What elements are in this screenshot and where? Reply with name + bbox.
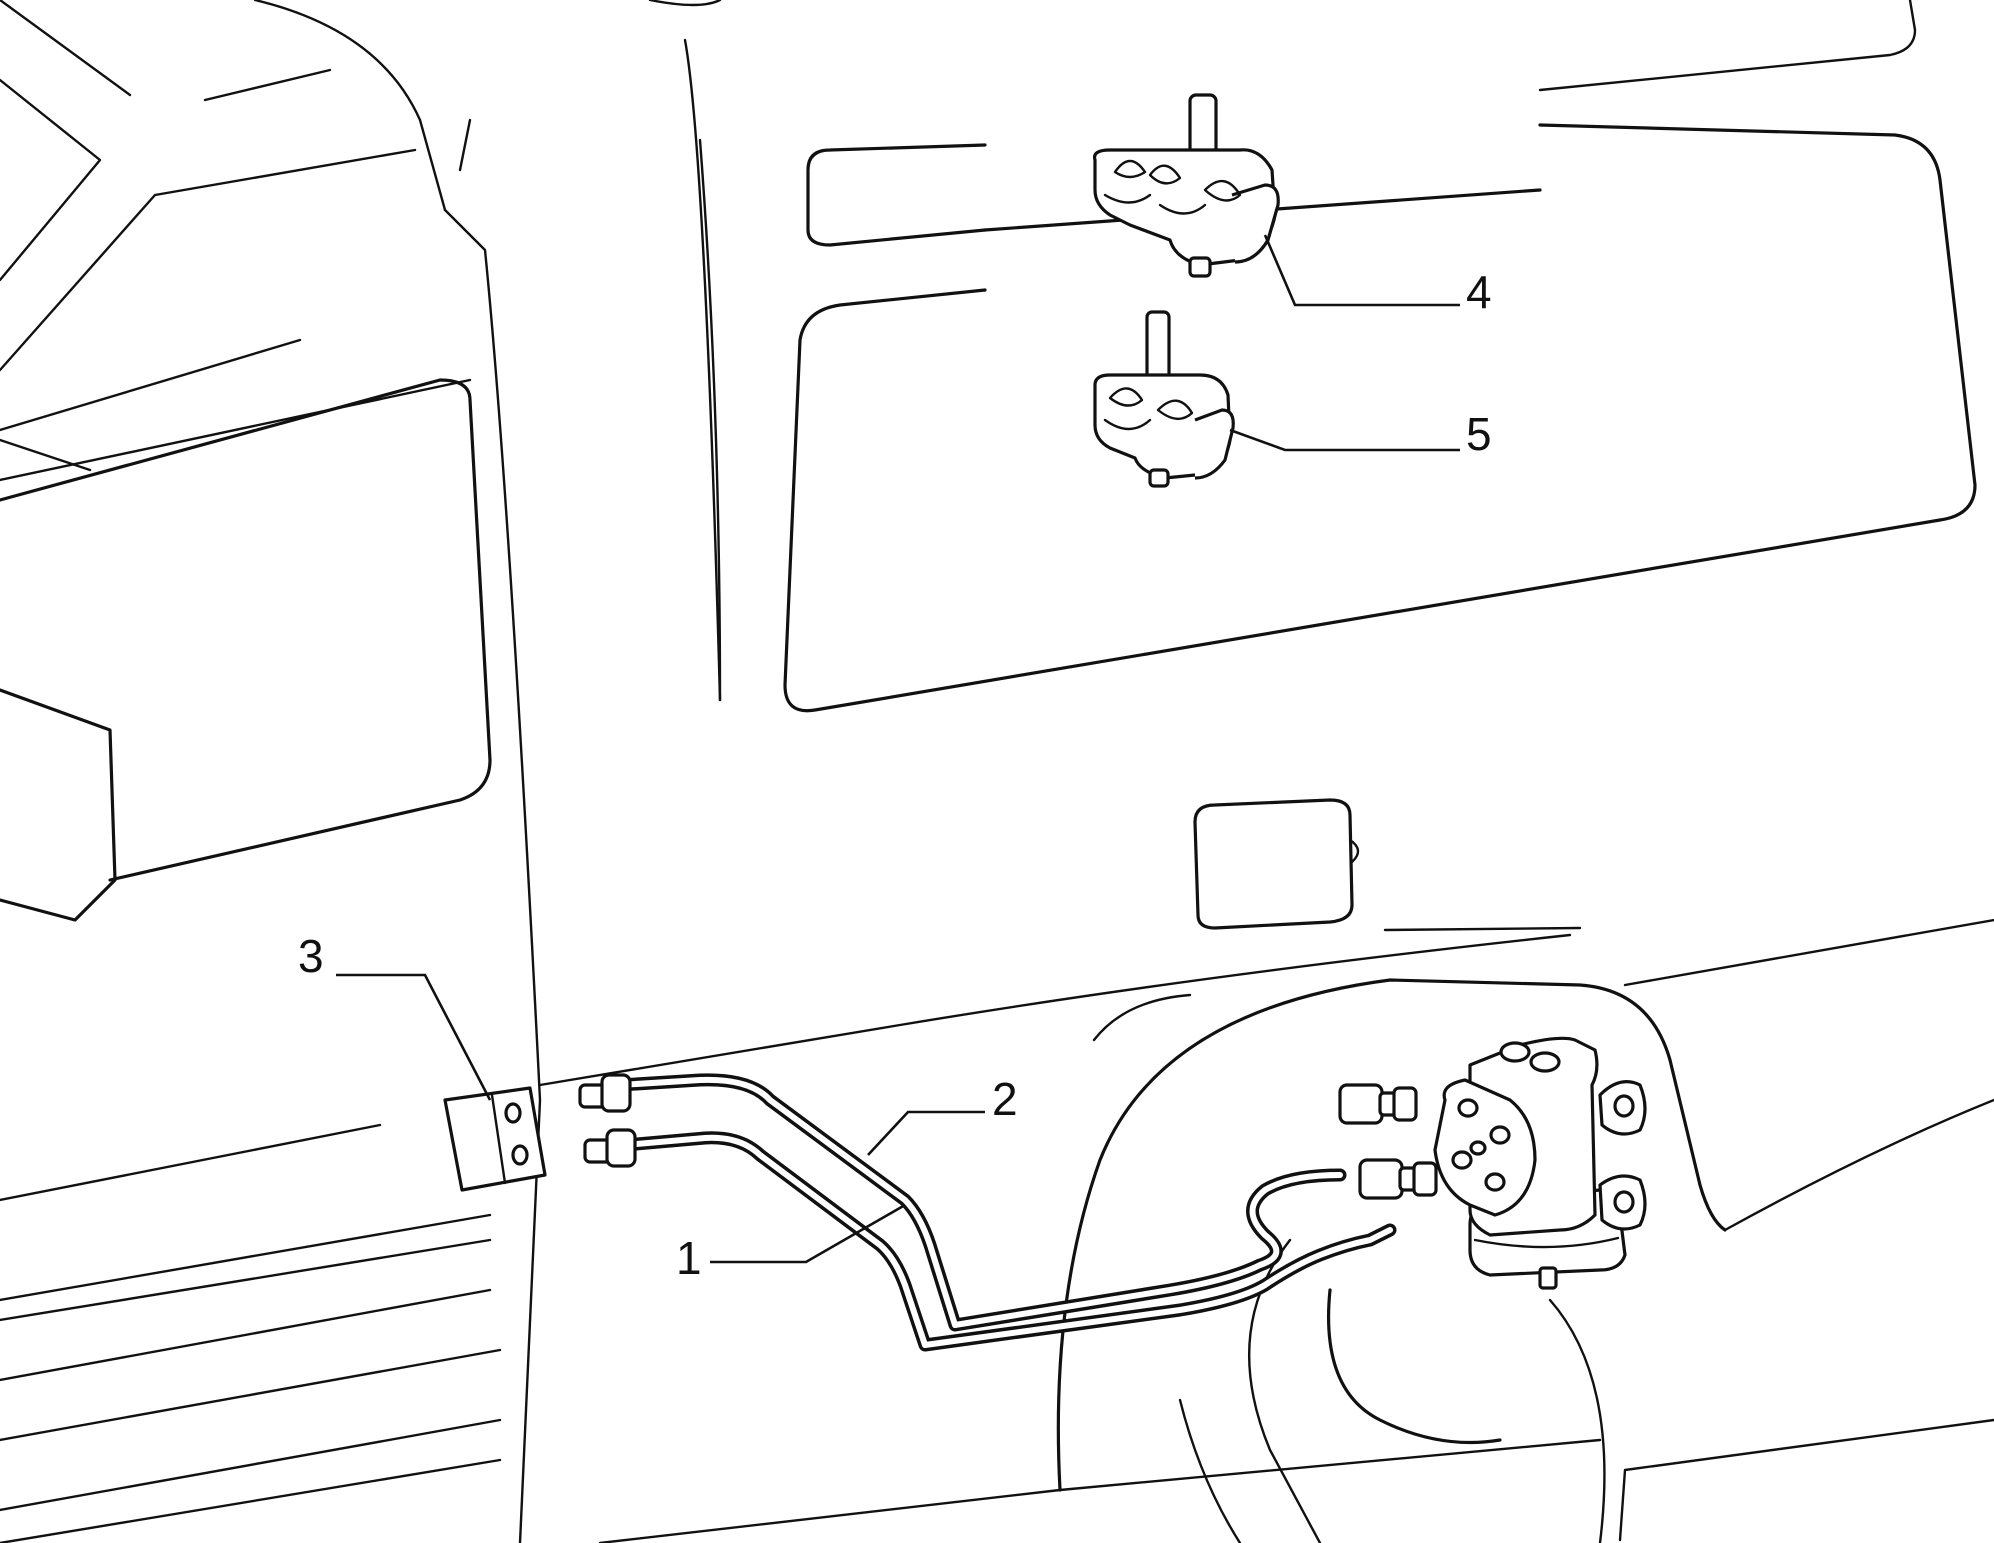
steering-valve-unit (1433, 1036, 1647, 1290)
callout-4: 4 (1466, 266, 1492, 318)
leader-4 (1263, 234, 1460, 307)
leader-3 (336, 973, 492, 1101)
callout-5: 5 (1466, 408, 1492, 460)
pipe-union-block (443, 1086, 547, 1192)
pipe-assembly (613, 1073, 1397, 1352)
right-pipe-fittings (1338, 1083, 1438, 1200)
leader-1 (710, 1203, 906, 1264)
callout-1: 1 (676, 1232, 702, 1284)
double-pipe-clip (1092, 93, 1280, 278)
callout-labels: 1 2 3 4 5 (298, 266, 1492, 1284)
single-pipe-clip (1093, 310, 1235, 488)
left-pipe-fittings (578, 1073, 637, 1168)
leader-lines (336, 234, 1460, 1264)
callout-3: 3 (298, 930, 324, 982)
leader-5 (1229, 428, 1460, 452)
leader-2 (867, 1110, 985, 1156)
callout-2: 2 (992, 1073, 1018, 1125)
